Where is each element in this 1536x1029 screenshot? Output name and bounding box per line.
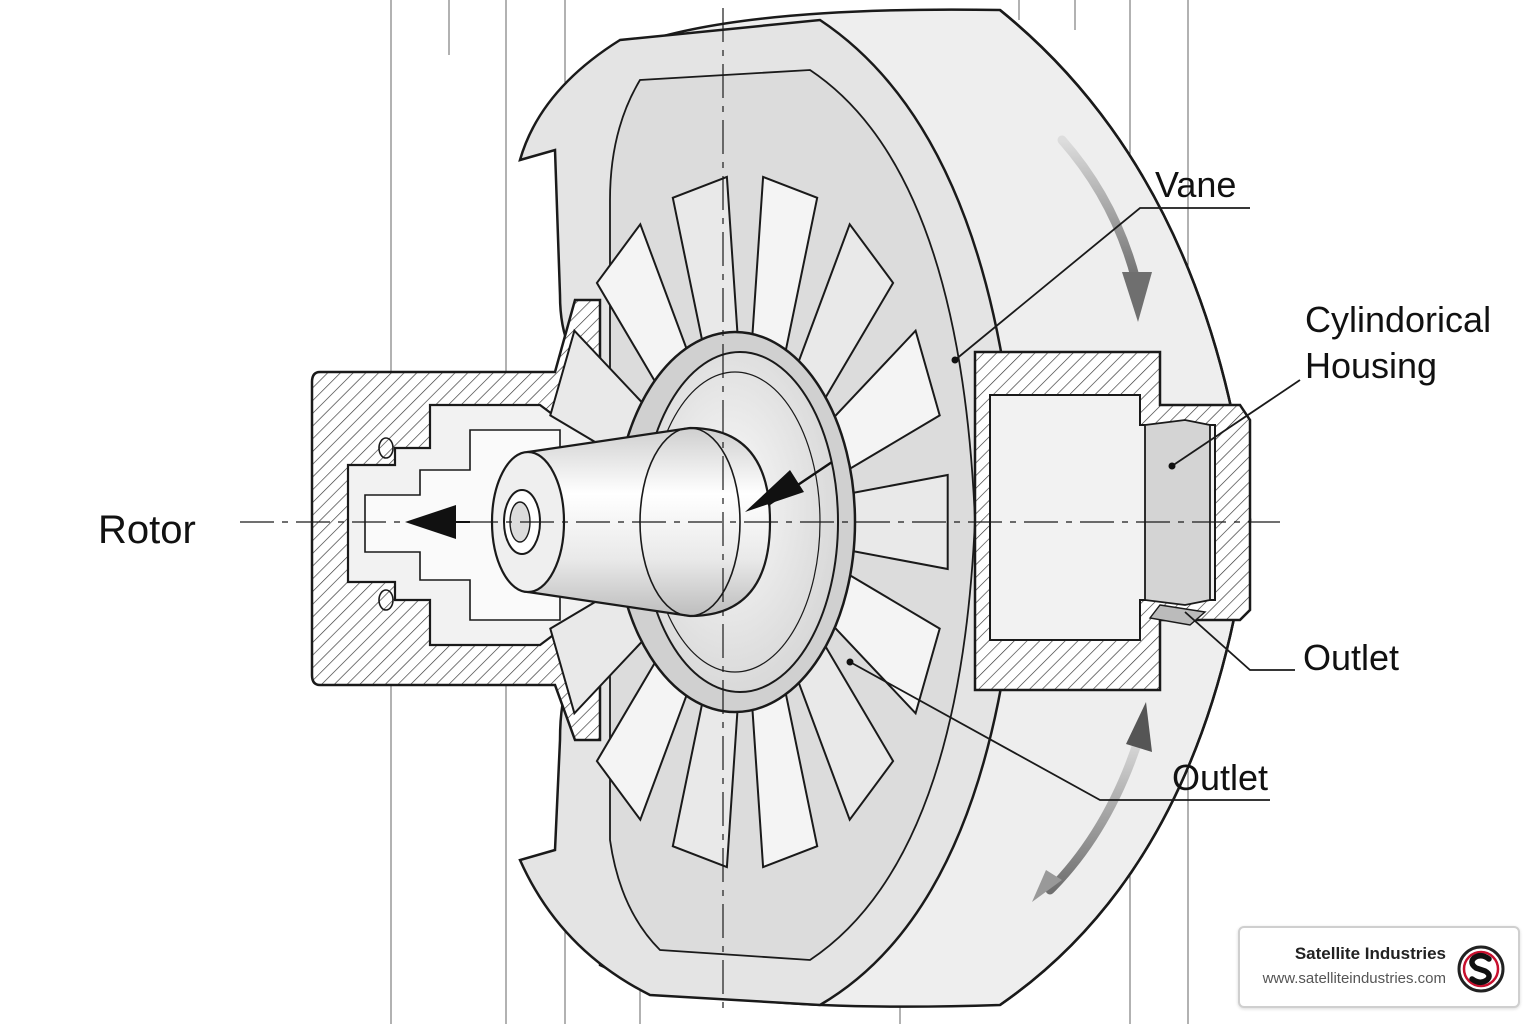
- flow-arrows: [405, 135, 1152, 902]
- brand-name: Satellite Industries: [1294, 944, 1446, 963]
- right-outlet-housing: [973, 350, 1252, 692]
- rotor-label: Rotor: [98, 508, 196, 552]
- outlet-upper-label: Outlet: [1303, 637, 1399, 678]
- rotation-arrow-lower: [1045, 730, 1145, 895]
- callout-labels: Vane Cylindorical Housing Rotor Outlet O…: [98, 164, 1491, 798]
- vane-leader: [954, 207, 1250, 361]
- rotor-flow-arrow: [405, 505, 456, 539]
- brand-url[interactable]: www.satelliteindustries.com: [1262, 970, 1446, 987]
- housing-label-line2: Housing: [1305, 345, 1437, 386]
- outlet-lower-label: Outlet: [1172, 757, 1268, 798]
- housing-label-line1: Cylindorical: [1305, 299, 1491, 340]
- inlet-arrow-head: [745, 470, 804, 512]
- vane-label: Vane: [1155, 164, 1236, 205]
- satellite-s-logo-icon: [1457, 945, 1505, 993]
- rotation-arrow-upper: [1057, 135, 1141, 285]
- brand-badge[interactable]: Satellite Industries www.satelliteindust…: [1238, 926, 1520, 1008]
- housing-leader: [1171, 379, 1301, 467]
- leader-lines: [846, 207, 1301, 801]
- outlet-upper-leader: [1184, 611, 1295, 671]
- outlet-lower-leader: [849, 661, 1270, 801]
